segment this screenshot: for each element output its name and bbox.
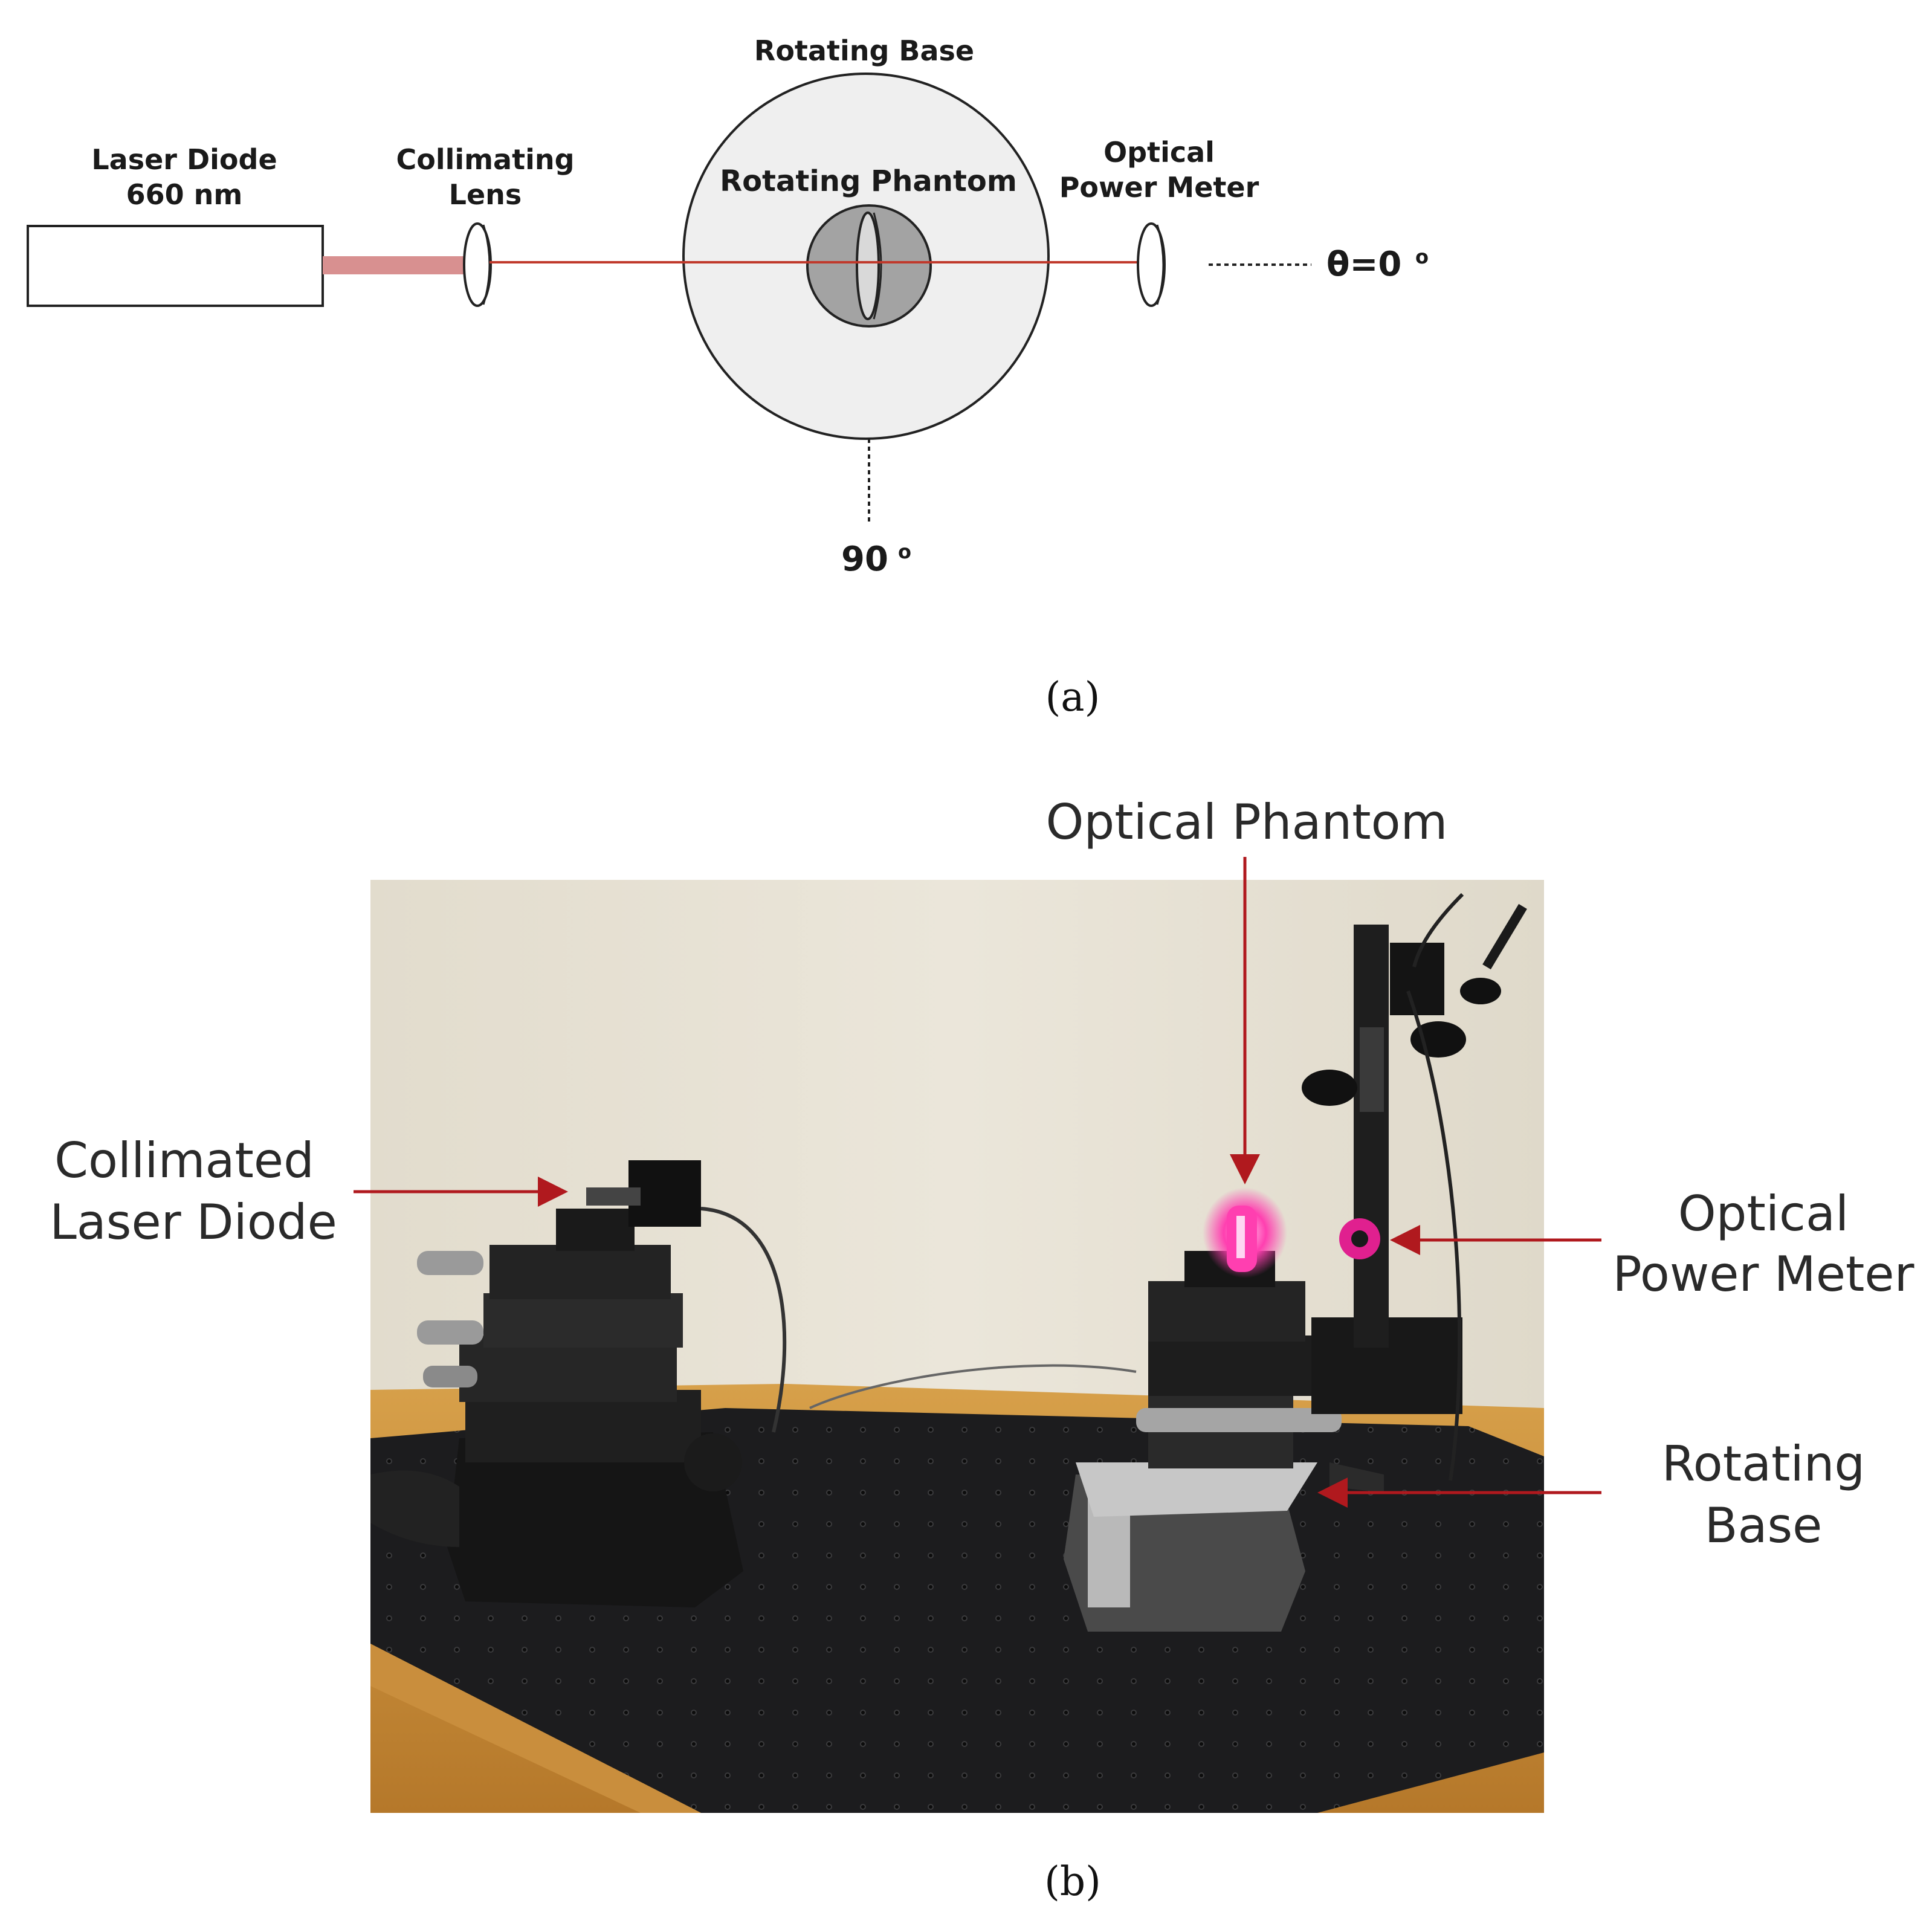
power-meter-label-line2: Power Meter bbox=[1059, 171, 1259, 204]
theta-zero-label: θ=0 bbox=[1326, 245, 1401, 284]
laser-diode-label-line2: 660 nm bbox=[126, 178, 243, 211]
panel-b-photograph: Optical Phantom Collimated Laser Diode O… bbox=[50, 794, 1914, 1905]
power-meter-detector-icon bbox=[1137, 222, 1166, 307]
phantom-slab-icon bbox=[856, 212, 882, 320]
optical-phantom-label: Optical Phantom bbox=[1046, 794, 1448, 850]
rotating-base-photo-label-line2: Base bbox=[1705, 1497, 1823, 1554]
collimating-lens-icon bbox=[463, 222, 492, 307]
laser-diode-label-line1: Laser Diode bbox=[91, 143, 277, 176]
collimating-lens-label-line1: Collimating bbox=[396, 143, 574, 176]
optical-power-meter-label-line2: Power Meter bbox=[1612, 1246, 1914, 1302]
panel-b-caption: (b) bbox=[1044, 1858, 1101, 1905]
rotating-phantom-label: Rotating Phantom bbox=[720, 164, 1017, 198]
panel-a-schematic: Laser Diode 660 nm Collimating Lens Rota… bbox=[27, 34, 1429, 720]
left-translation-stage bbox=[370, 1160, 787, 1607]
rotating-base-photo-label-line1: Rotating bbox=[1662, 1436, 1865, 1492]
lab-setup-photo bbox=[370, 880, 1544, 1813]
wide-beam bbox=[323, 256, 471, 274]
ninety-degree-symbol: o bbox=[898, 540, 911, 563]
optical-phantom-glow bbox=[1203, 1187, 1287, 1278]
ninety-degree-label: 90 bbox=[841, 540, 888, 579]
theta-degree-symbol: o bbox=[1415, 245, 1429, 268]
panel-a-caption: (a) bbox=[1045, 674, 1100, 720]
laser-diode-box bbox=[27, 225, 324, 307]
power-meter-label-line1: Optical bbox=[1103, 136, 1215, 169]
rotating-base-label: Rotating Base bbox=[754, 34, 974, 67]
collimated-laser-diode-label-line1: Collimated bbox=[54, 1132, 314, 1189]
right-rotation-stage bbox=[809, 1251, 1462, 1632]
optical-power-meter-label-line1: Optical bbox=[1678, 1186, 1849, 1242]
collimating-lens-label-line2: Lens bbox=[449, 178, 522, 211]
power-meter-post bbox=[1302, 893, 1527, 1481]
collimated-laser-diode-label-line2: Laser Diode bbox=[50, 1194, 337, 1250]
